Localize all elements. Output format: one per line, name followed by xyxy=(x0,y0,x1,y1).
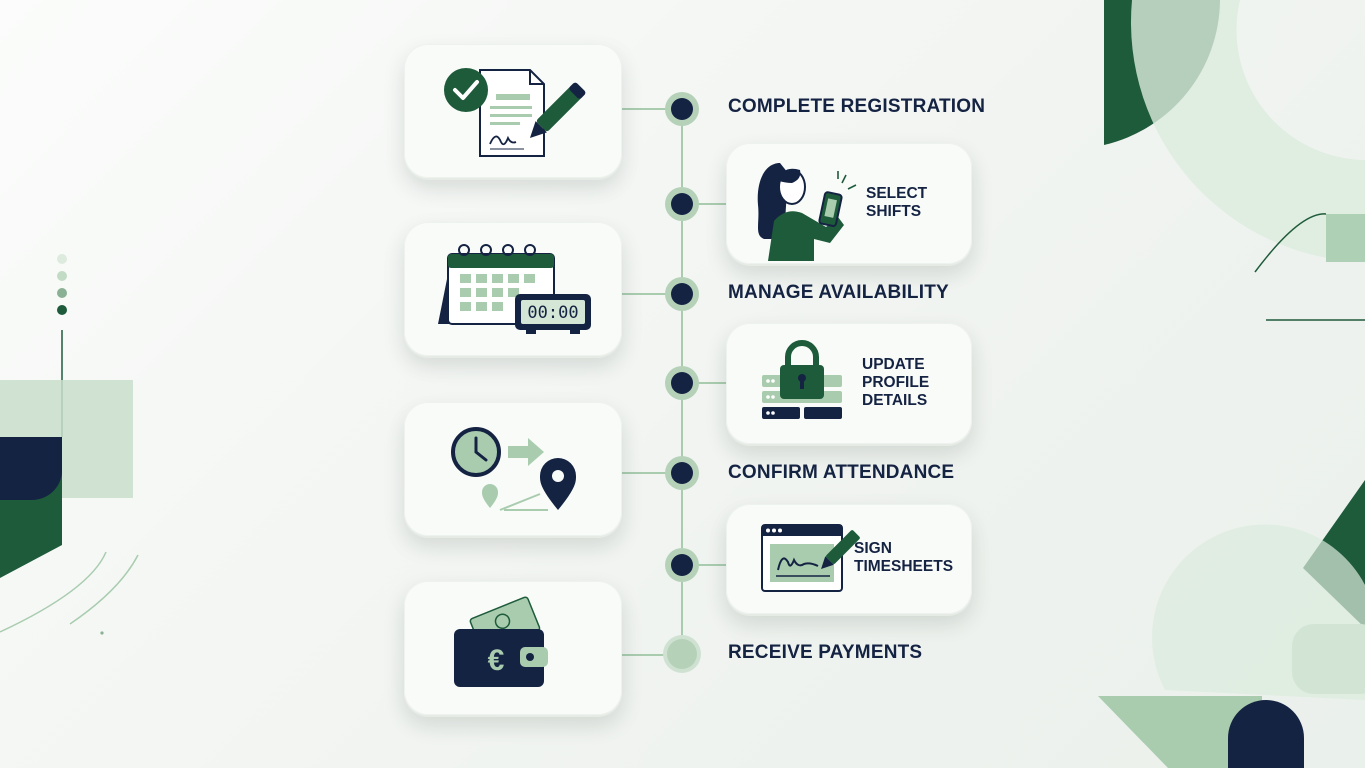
card-label-update-profile: UPDATE PROFILE DETAILS xyxy=(862,356,929,410)
connector-7 xyxy=(622,654,682,656)
connector-5 xyxy=(622,472,682,474)
connector-1 xyxy=(622,108,682,110)
connector-3 xyxy=(622,293,682,295)
card-label-line: TIMESHEETS xyxy=(854,558,954,575)
wallet-euro-icon: € xyxy=(454,596,548,687)
connector-4 xyxy=(682,382,726,384)
step-card-registration xyxy=(404,44,622,178)
padlock-server-icon xyxy=(762,340,842,419)
step-card-availability: 00:00 xyxy=(404,222,622,356)
step-label-confirm-attendance: CONFIRM ATTENDANCE xyxy=(728,462,955,483)
step-card-attendance xyxy=(404,402,622,536)
step-label-manage-availability: MANAGE AVAILABILITY xyxy=(728,282,949,303)
timeline-node-2 xyxy=(671,193,693,215)
card-label-select-shifts: SELECT SHIFTS xyxy=(866,185,927,221)
registration-form-icon xyxy=(444,68,586,157)
step-card-payments: € xyxy=(404,581,622,715)
timeline-node-4 xyxy=(671,372,693,394)
bottom-right-decor-shapes xyxy=(1098,480,1365,768)
timeline-node-7 xyxy=(667,639,697,669)
phone-user-icon xyxy=(757,163,857,261)
card-label-line: SIGN xyxy=(854,540,892,557)
step-card-timesheets: SIGN TIMESHEETS xyxy=(726,504,972,614)
card-label-sign-timesheets: SIGN TIMESHEETS xyxy=(854,540,953,576)
card-label-line: UPDATE xyxy=(862,356,925,373)
clock-display-text: 00:00 xyxy=(527,303,578,323)
card-label-line: PROFILE xyxy=(862,374,930,391)
card-label-line: SHIFTS xyxy=(866,203,922,220)
step-card-select-shifts: SELECT SHIFTS xyxy=(726,143,972,264)
calendar-clock-icon: 00:00 xyxy=(438,244,591,334)
currency-symbol-text: € xyxy=(488,644,505,677)
right-decor-arc xyxy=(1104,0,1365,321)
timeline-node-3 xyxy=(671,283,693,305)
step-card-profile: UPDATE PROFILE DETAILS xyxy=(726,323,972,444)
step-label-complete-registration: COMPLETE REGISTRATION xyxy=(728,96,986,117)
timeline-node-1 xyxy=(671,98,693,120)
signature-window-icon xyxy=(761,524,860,592)
left-decor-shapes xyxy=(0,254,139,635)
connector-2 xyxy=(682,203,726,205)
card-label-line: SELECT xyxy=(866,185,928,202)
step-label-receive-payments: RECEIVE PAYMENTS xyxy=(728,642,923,663)
card-label-line: DETAILS xyxy=(862,392,928,409)
timeline-node-6 xyxy=(671,554,693,576)
clock-location-icon xyxy=(451,427,576,511)
connector-6 xyxy=(682,564,726,566)
timeline-node-5 xyxy=(671,462,693,484)
